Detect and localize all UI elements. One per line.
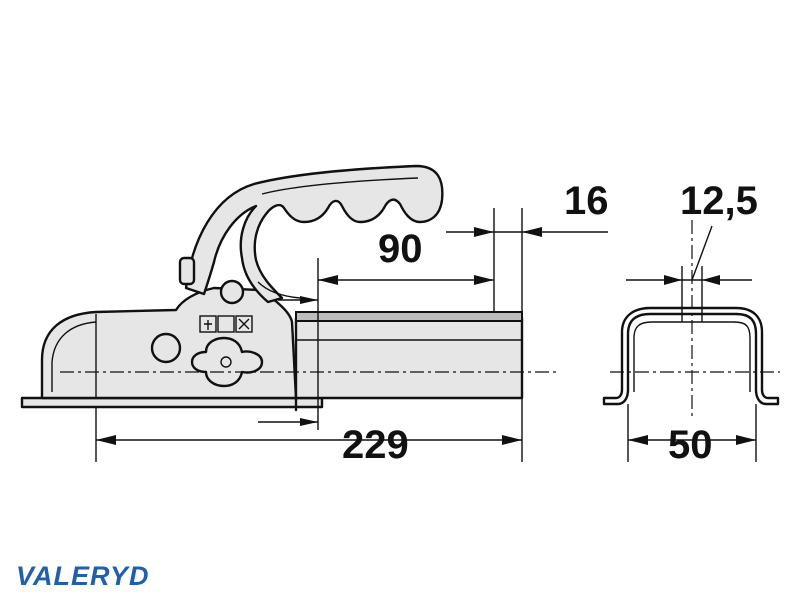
draw-tube [294,316,524,400]
dim-label-229: 229 [342,423,409,467]
head-contour [51,321,97,392]
coupling-side-view [20,164,560,412]
indicator-check-icon [204,320,212,330]
dim-label-12-5: 12,5 [680,179,758,223]
handle-pin [178,256,196,286]
dim-label-16: 16 [564,179,609,223]
handle-grip-contour [261,177,419,195]
indicator-x-icon [238,318,250,330]
indicator-box-3 [235,315,253,333]
tube-cross-section [602,220,780,462]
tube-profile-inner [633,321,751,392]
lock-keyhole [220,356,232,368]
draw-tube-top-band [295,311,523,322]
indicator-box-2 [217,315,235,333]
brand-logo: VALERYD [16,561,150,591]
pivot-bolt [219,279,245,305]
handle [184,164,444,304]
spring-link [257,281,301,299]
dim-label-50: 50 [668,423,713,467]
lower-bolt [150,332,182,364]
dim-label-90: 90 [378,227,423,271]
indicator-box-1 [199,315,217,333]
tube-profile-outer [602,306,780,406]
dimension-lines [95,208,608,462]
base-flange [20,396,324,409]
